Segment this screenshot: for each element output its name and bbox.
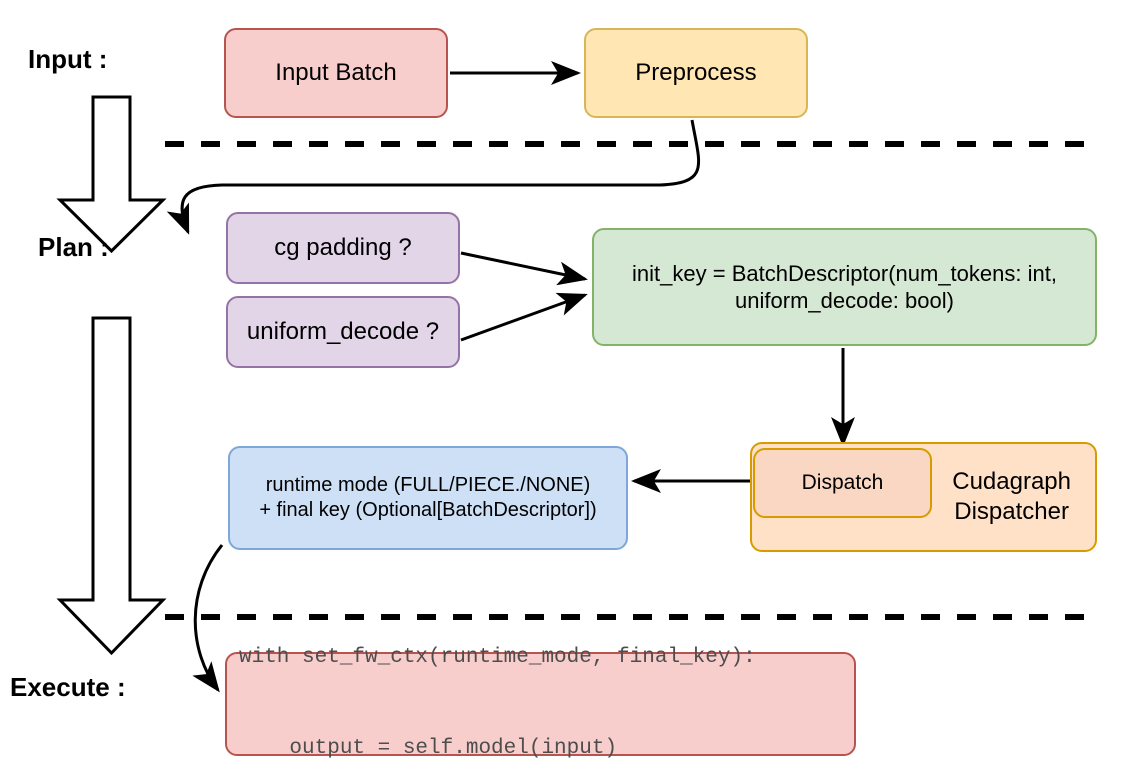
node-execute-code-line1: with set_fw_ctx(runtime_mode, final_key)… — [239, 646, 756, 670]
edge-cg-padding-to-init-key — [460, 251, 588, 286]
node-execute-code[interactable]: with set_fw_ctx(runtime_mode, final_key)… — [225, 646, 856, 760]
node-dispatch[interactable]: Dispatch — [753, 448, 932, 518]
node-init-key[interactable]: init_key = BatchDescriptor(num_tokens: i… — [592, 228, 1097, 346]
node-input-batch[interactable]: Input Batch — [224, 28, 448, 118]
node-execute-code-line2: output = self.model(input) — [239, 737, 618, 761]
plan-to-execute-block-arrow — [56, 316, 167, 656]
node-uniform-decode-label: uniform_decode ? — [246, 318, 440, 345]
node-runtime-mode-line2: + final key (Optional[BatchDescriptor]) — [259, 499, 597, 521]
stage-label-execute: Execute : — [10, 672, 126, 702]
edge-uniform-decode-to-init-key — [460, 292, 588, 342]
node-input-batch-label: Input Batch — [275, 59, 397, 86]
node-init-key-line2: uniform_decode: bool) — [735, 288, 954, 313]
node-init-key-line1: init_key = BatchDescriptor(num_tokens: i… — [632, 260, 1057, 286]
node-preprocess[interactable]: Preprocess — [584, 28, 808, 118]
node-uniform-decode[interactable]: uniform_decode ? — [226, 296, 460, 368]
node-runtime-mode-line1: runtime mode (FULL/PIECE./NONE) — [265, 474, 591, 496]
edge-runtime-mode-to-execute-code — [192, 544, 224, 693]
stage-label-input: Input : — [28, 44, 108, 74]
node-cudagraph-dispatcher-line2: Dispatcher — [954, 498, 1069, 525]
input-to-plan-block-arrow — [56, 95, 167, 254]
stage-label-plan: Plan : — [38, 232, 109, 262]
node-cg-padding[interactable]: cg padding ? — [226, 212, 460, 284]
node-dispatch-label: Dispatch — [801, 470, 884, 494]
node-runtime-mode[interactable]: runtime mode (FULL/PIECE./NONE) + final … — [228, 446, 628, 550]
node-cg-padding-label: cg padding ? — [274, 234, 412, 261]
node-preprocess-label: Preprocess — [635, 59, 757, 86]
node-cudagraph-dispatcher-line1: Cudagraph — [952, 468, 1071, 495]
